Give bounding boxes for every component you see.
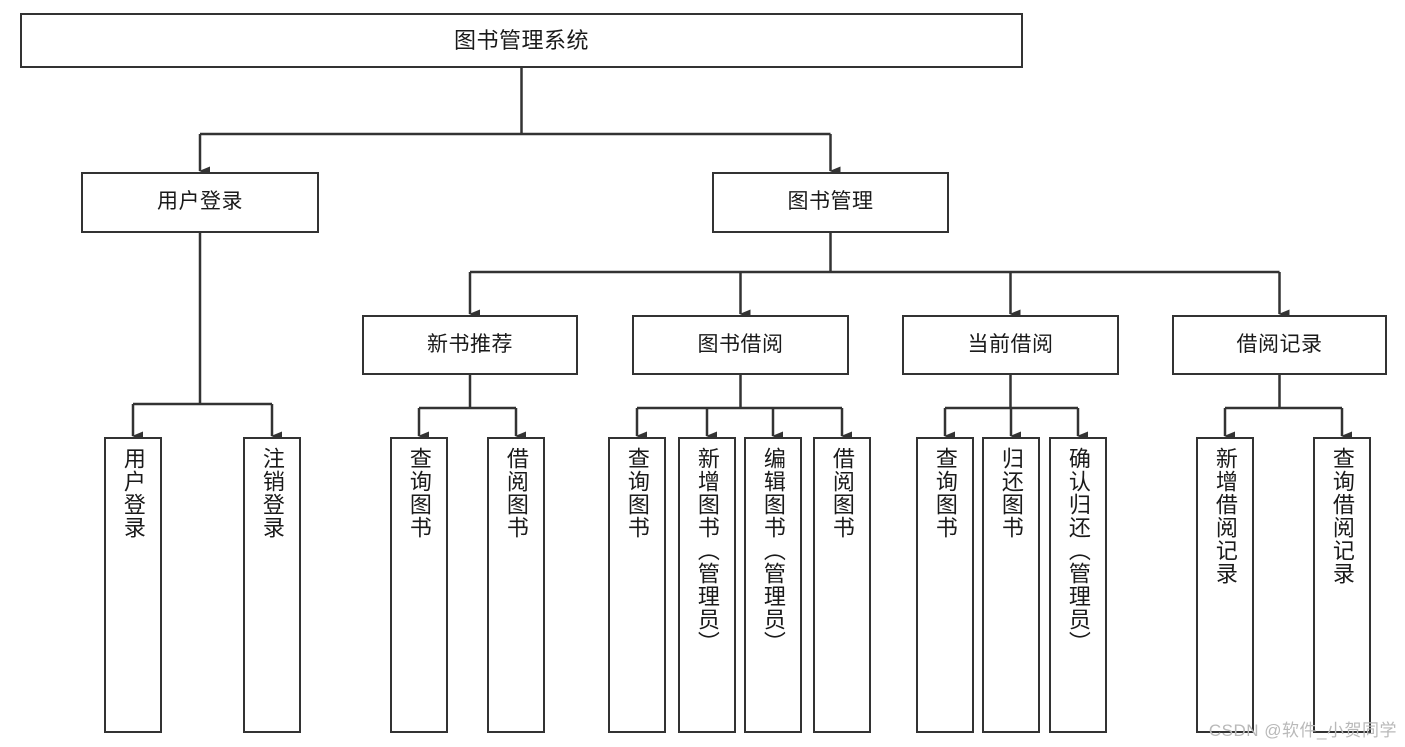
- node-leaf-query-1[interactable]: 查询图书: [390, 437, 448, 733]
- node-leaf-add-book[interactable]: 新增图书（管理员）: [678, 437, 736, 733]
- node-label: 新增借阅记录: [1212, 447, 1238, 585]
- node-book-manage[interactable]: 图书管理: [712, 172, 949, 233]
- node-label: 借阅图书: [503, 447, 529, 539]
- node-label: 借阅图书: [829, 447, 855, 539]
- node-leaf-query-3[interactable]: 查询图书: [916, 437, 974, 733]
- node-current-borrow[interactable]: 当前借阅: [902, 315, 1119, 375]
- node-label: 图书管理系统: [453, 27, 589, 53]
- node-label: 当前借阅: [967, 332, 1054, 356]
- node-label: 确认归还（管理员）: [1065, 447, 1091, 654]
- node-label: 归还图书: [998, 447, 1024, 539]
- node-label: 用户登录: [120, 447, 146, 539]
- node-label: 用户登录: [157, 190, 243, 214]
- node-root[interactable]: 图书管理系统: [20, 13, 1023, 68]
- node-borrow-record[interactable]: 借阅记录: [1172, 315, 1387, 375]
- node-user-login[interactable]: 用户登录: [81, 172, 319, 233]
- node-label: 查询图书: [406, 447, 432, 539]
- node-label: 借阅记录: [1236, 332, 1323, 356]
- node-leaf-logout[interactable]: 注销登录: [243, 437, 301, 733]
- node-label: 编辑图书（管理员）: [760, 447, 786, 654]
- watermark-text: CSDN @软件_小贺同学: [1208, 721, 1397, 740]
- node-leaf-edit-book[interactable]: 编辑图书（管理员）: [744, 437, 802, 733]
- node-leaf-add-rec[interactable]: 新增借阅记录: [1196, 437, 1254, 733]
- node-label: 查询借阅记录: [1329, 447, 1355, 585]
- node-leaf-return[interactable]: 归还图书: [982, 437, 1040, 733]
- node-label: 新增图书（管理员）: [694, 447, 720, 654]
- node-leaf-query-rec[interactable]: 查询借阅记录: [1313, 437, 1371, 733]
- node-label: 图书借阅: [697, 332, 784, 356]
- node-label: 注销登录: [259, 447, 285, 539]
- node-new-book-rec[interactable]: 新书推荐: [362, 315, 578, 375]
- node-leaf-query-2[interactable]: 查询图书: [608, 437, 666, 733]
- node-label: 新书推荐: [427, 332, 513, 356]
- node-leaf-borrow-1[interactable]: 借阅图书: [487, 437, 545, 733]
- node-label: 图书管理: [787, 190, 874, 214]
- node-leaf-borrow-2[interactable]: 借阅图书: [813, 437, 871, 733]
- node-book-borrow[interactable]: 图书借阅: [632, 315, 849, 375]
- node-label: 查询图书: [624, 447, 650, 539]
- node-leaf-confirm[interactable]: 确认归还（管理员）: [1049, 437, 1107, 733]
- node-label: 查询图书: [932, 447, 958, 539]
- node-leaf-user-login[interactable]: 用户登录: [104, 437, 162, 733]
